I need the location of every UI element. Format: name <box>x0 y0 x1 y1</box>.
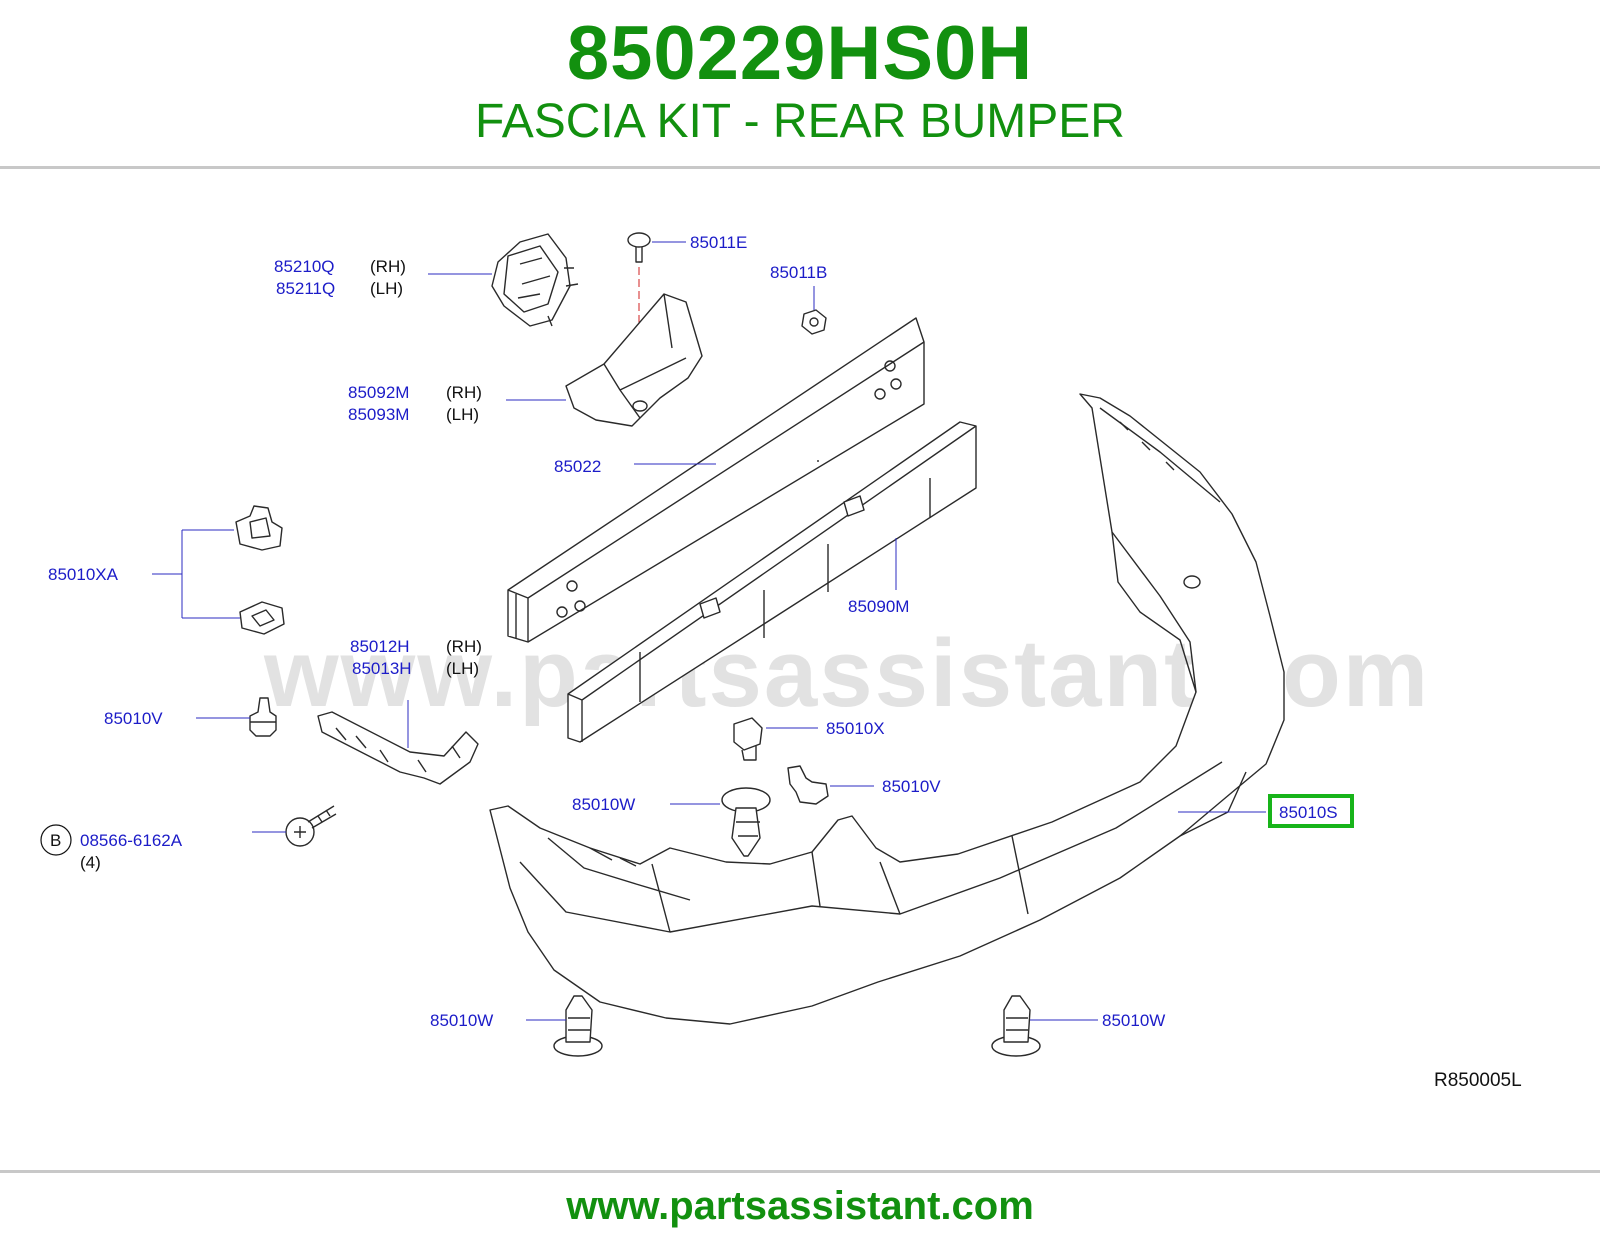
callout-08566-6162a[interactable]: 08566-6162A <box>80 831 183 850</box>
clip-85010v-right-drawing <box>787 765 829 805</box>
callout-85013h[interactable]: 85013H <box>352 659 412 678</box>
bolt-marker-circle <box>40 824 72 856</box>
bolt-08566-6162a-drawing <box>285 805 337 847</box>
diagram-reference-code: R850005L <box>1434 1070 1522 1091</box>
header-divider <box>0 166 1600 169</box>
callout-85092m[interactable]: 85092M <box>348 383 409 402</box>
callout-85092m-side: (RH) <box>446 383 482 402</box>
bracket-85012h-drawing <box>317 711 479 785</box>
nut-85011b-drawing <box>801 309 827 335</box>
callout-85010xa[interactable]: 85010XA <box>48 565 119 584</box>
callout-85010s[interactable]: 85010S <box>1279 803 1338 822</box>
leader-lines <box>152 241 1266 1021</box>
part-number-title: 850229HS0H <box>566 11 1034 96</box>
page-header: 850229HS0H FASCIA KIT - REAR BUMPER <box>0 0 1600 166</box>
absorber-85090m-drawing <box>567 421 977 743</box>
callout-85210q[interactable]: 85210Q <box>274 257 335 276</box>
callout-85010w-bottom-left[interactable]: 85010W <box>430 1011 493 1030</box>
callout-85010s-highlight <box>1268 794 1354 828</box>
callout-85093m-side: (LH) <box>446 405 479 424</box>
bracket-85092m-drawing <box>565 293 703 427</box>
callout-85022[interactable]: 85022 <box>554 457 601 476</box>
clip-85010w-bottom-left-drawing <box>553 995 603 1057</box>
callout-85010x[interactable]: 85010X <box>826 719 885 738</box>
callout-85012h-side: (RH) <box>446 637 482 656</box>
callout-85211q-side: (LH) <box>370 279 403 298</box>
callout-85010w-bottom-right[interactable]: 85010W <box>1102 1011 1165 1030</box>
callout-bolt-quantity: (4) <box>80 853 101 872</box>
clip-85010w-mid-drawing <box>721 787 771 857</box>
callout-85090m[interactable]: 85090M <box>848 597 909 616</box>
callout-85093m[interactable]: 85093M <box>348 405 409 424</box>
parts-diagram: www.partsassistant.com <box>0 172 1600 1164</box>
callout-bolt-marker: B <box>50 831 61 850</box>
parts-diagram-svg: www.partsassistant.com <box>40 232 1522 1091</box>
footer-divider <box>0 1170 1600 1173</box>
part-name-subtitle: FASCIA KIT - REAR BUMPER <box>475 95 1125 148</box>
clip-85010v-left-drawing <box>249 697 277 737</box>
callout-85010v-left[interactable]: 85010V <box>104 709 163 728</box>
retainer-85010xa-drawing <box>235 505 285 635</box>
callout-85012h[interactable]: 85012H <box>350 637 410 656</box>
bumper-fascia-85010s-drawing <box>489 393 1285 1025</box>
footer-url[interactable]: www.partsassistant.com <box>566 1184 1034 1228</box>
callout-85211q[interactable]: 85211Q <box>276 279 335 298</box>
reinforcement-85022-drawing <box>507 317 925 643</box>
callout-85013h-side: (LH) <box>446 659 479 678</box>
clip-85010w-bottom-right-drawing <box>991 995 1041 1057</box>
callout-85010w-mid[interactable]: 85010W <box>572 795 635 814</box>
callout-85210q-side: (RH) <box>370 257 406 276</box>
callout-85011e[interactable]: 85011E <box>690 233 747 252</box>
clip-85010x-drawing <box>733 717 763 761</box>
bracket-85210q-drawing <box>491 233 579 327</box>
callout-85011b[interactable]: 85011B <box>770 263 827 282</box>
callout-85010v-right[interactable]: 85010V <box>882 777 941 796</box>
